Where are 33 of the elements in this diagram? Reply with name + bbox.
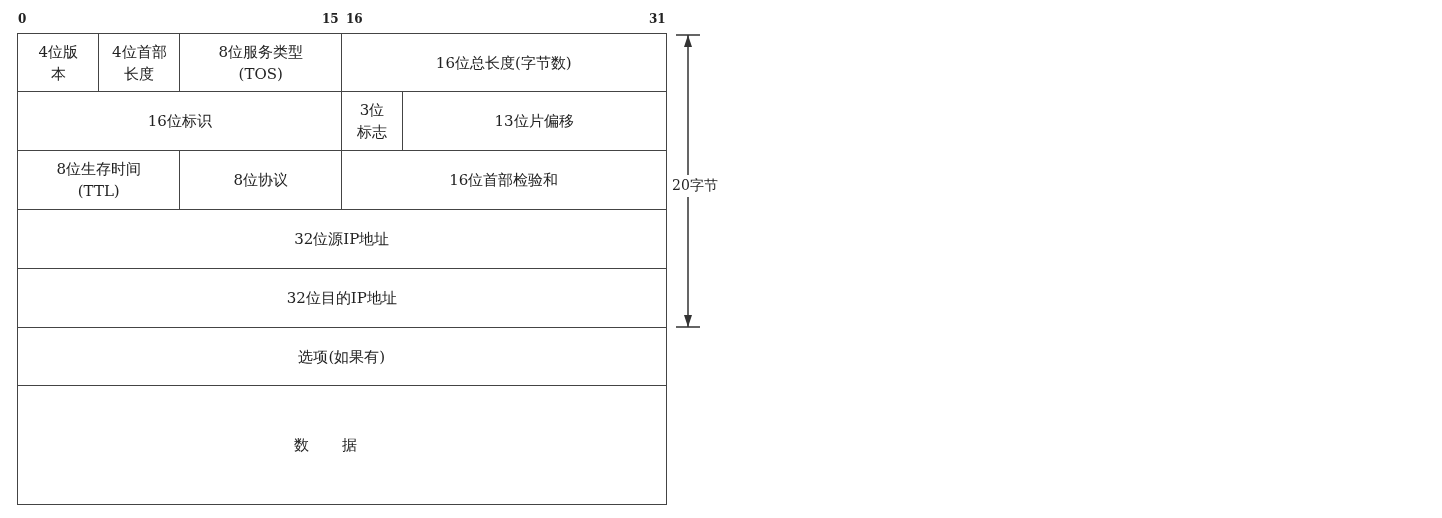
field-label: 8位服务类型(TOS): [217, 41, 304, 85]
field-box: [17, 33, 100, 93]
field-label: 13位片偏移: [494, 111, 574, 133]
field-box: [179, 150, 343, 211]
field-box: [17, 150, 181, 211]
field-box: [98, 33, 181, 93]
field-label: 3位标志: [356, 100, 389, 144]
field-box: [17, 327, 667, 387]
field-label: 选项(如果有): [298, 346, 386, 368]
field-label: 8位协议: [233, 170, 288, 192]
field-label: 4位首部长度: [110, 41, 168, 85]
bit-number: 16: [346, 12, 363, 26]
field-label: 8位生存时间(TTL): [55, 159, 142, 203]
field-label: 4位版本: [38, 41, 79, 85]
field-box: [341, 150, 667, 211]
field-label: 16位标识: [147, 111, 212, 133]
field-box: [17, 268, 667, 329]
field-box: [341, 33, 667, 93]
field-box: [179, 33, 343, 93]
field-box: [17, 385, 667, 505]
dimension-label: 20字节: [672, 175, 718, 197]
field-label: 32位源IP地址: [294, 229, 390, 251]
bit-number: 0: [18, 12, 27, 26]
bit-number: 15: [322, 12, 339, 26]
field-label: 数据: [293, 434, 390, 456]
field-label: 16位总长度(字节数): [435, 52, 572, 74]
field-label: 16位首部检验和: [449, 170, 559, 192]
field-box: [17, 91, 343, 152]
field-label: 32位目的IP地址: [286, 288, 397, 310]
field-box: [17, 209, 667, 270]
field-box: [401, 91, 667, 152]
field-box: [341, 91, 404, 152]
bit-number: 31: [649, 12, 666, 26]
